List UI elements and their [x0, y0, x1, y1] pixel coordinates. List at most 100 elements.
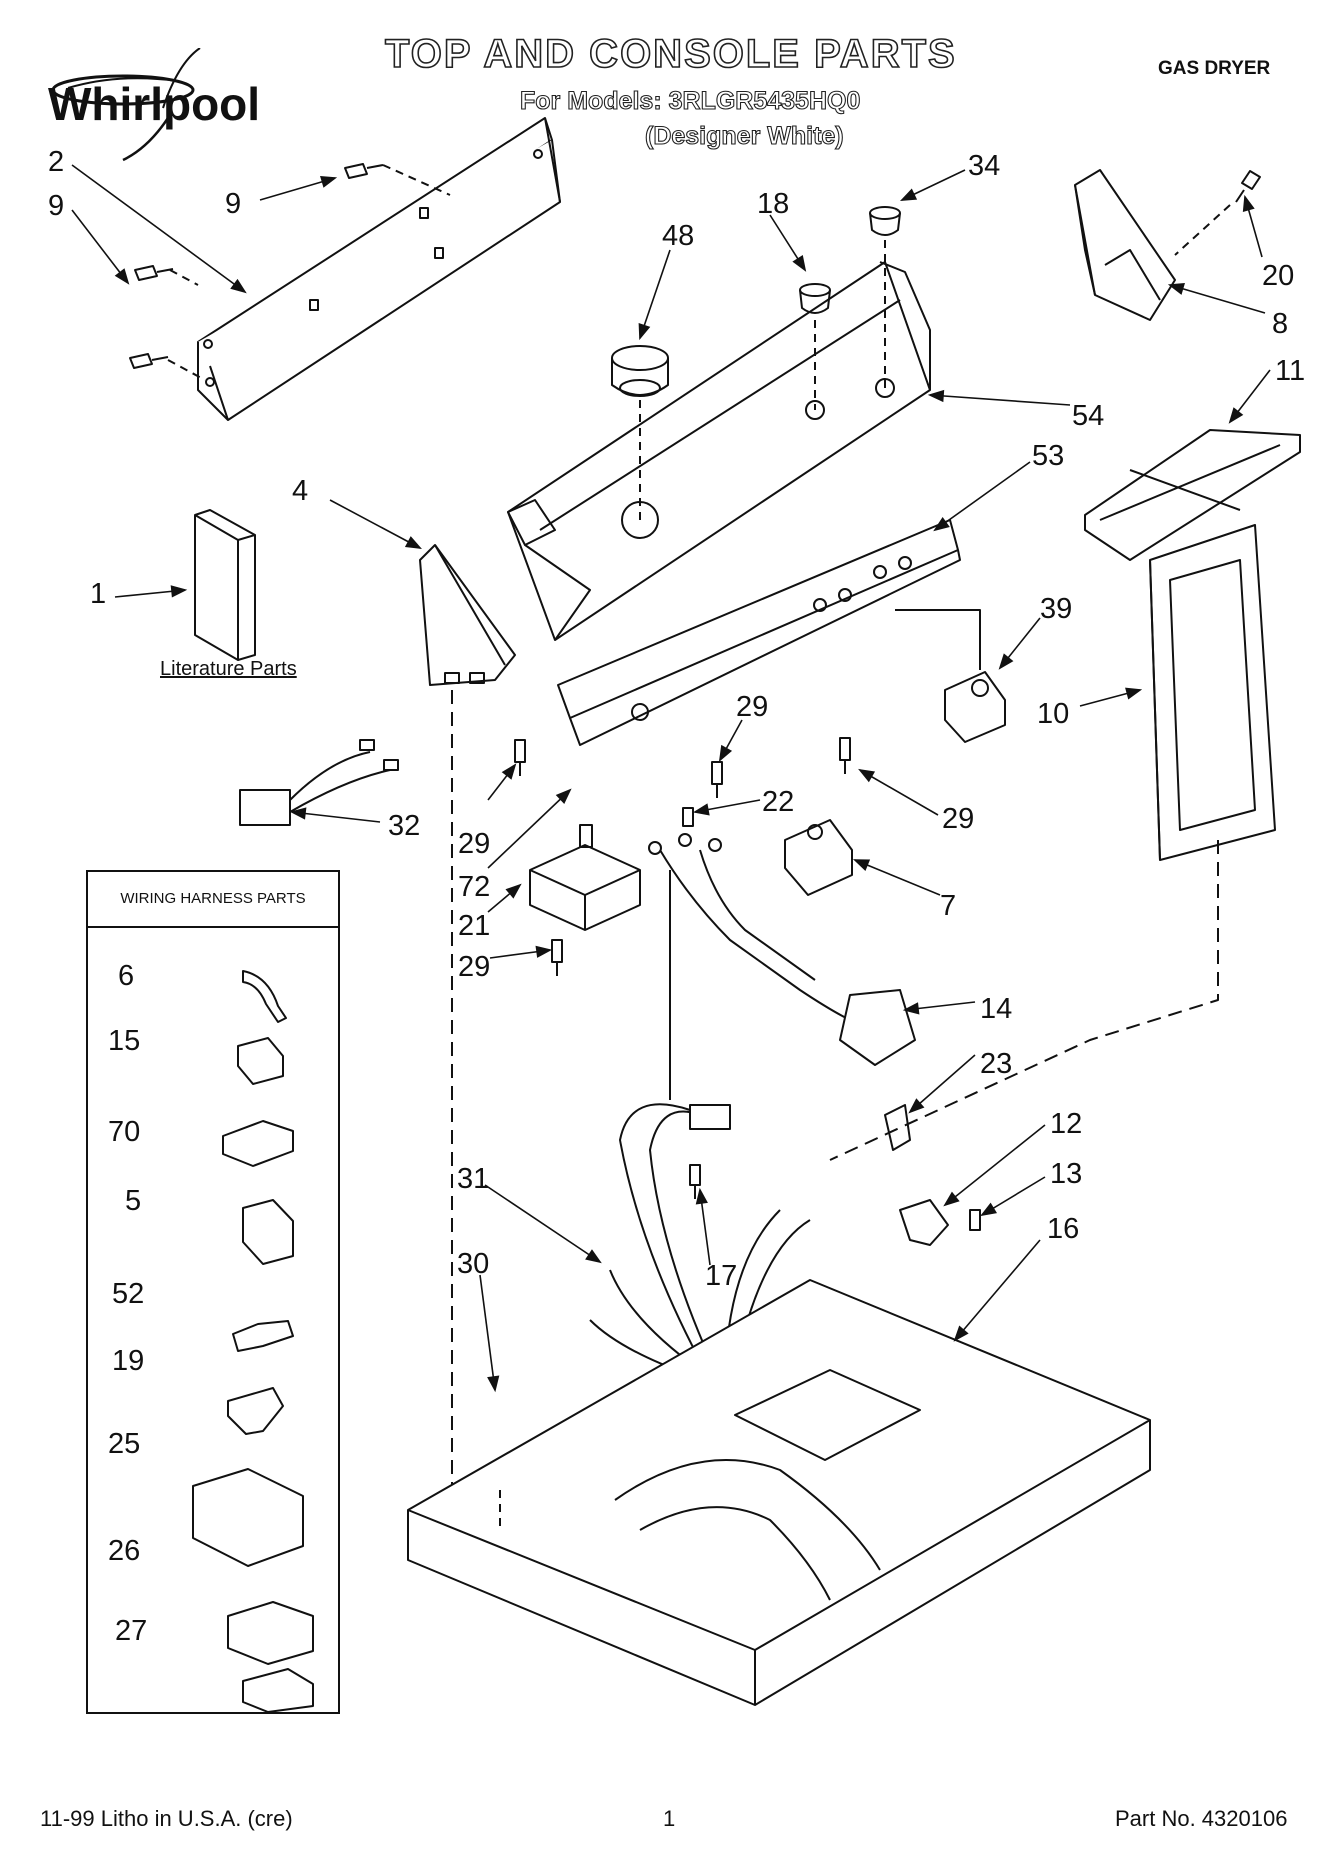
callout-72: 72	[458, 871, 491, 903]
page-title: TOP AND CONSOLE PARTS	[384, 31, 957, 77]
callout-arrowhead-29	[501, 763, 517, 780]
footer-page-number: 1	[663, 1806, 676, 1831]
callout-arrowhead-4	[404, 536, 422, 550]
callout-26: 26	[108, 1535, 141, 1567]
callout-arrowhead-9	[114, 268, 130, 285]
wiring-harness-box: WIRING HARNESS PARTS	[86, 870, 340, 1714]
product-type: GAS DRYER	[1158, 58, 1271, 79]
callout-arrowhead-7	[852, 859, 871, 871]
whirlpool-logo: Whirlpool	[48, 48, 260, 162]
part-52-terminal	[232, 1320, 294, 1352]
callout-leader-29	[859, 769, 939, 816]
callout-arrowhead-31	[585, 1249, 602, 1264]
callout-6: 6	[118, 960, 135, 992]
callout-29: 29	[458, 951, 491, 983]
footer-part-number: Part No. 4320106	[1115, 1806, 1288, 1831]
callout-arrowhead-12	[943, 1191, 960, 1207]
top-panel-16	[407, 1279, 1151, 1706]
callout-arrowhead-34	[899, 188, 918, 201]
screw-9-low	[129, 353, 169, 369]
callout-27: 27	[115, 1615, 148, 1647]
console-rail	[557, 519, 961, 746]
callout-34: 34	[968, 150, 1001, 182]
callout-arrowhead-29	[858, 768, 876, 783]
callout-48: 48	[662, 220, 695, 252]
screw-29d	[551, 939, 563, 976]
callout-18: 18	[757, 188, 790, 220]
part-25-connector	[192, 1468, 304, 1567]
callout-leader-2	[71, 164, 246, 293]
connector-12	[899, 1199, 949, 1246]
literature-parts	[194, 509, 256, 661]
callout-arrowhead-30	[487, 1375, 500, 1393]
callout-29: 29	[942, 803, 975, 835]
part-70-connector	[222, 1120, 294, 1167]
callout-19: 19	[112, 1345, 145, 1377]
rear-bracket	[197, 117, 561, 421]
callout-12: 12	[1050, 1108, 1083, 1140]
callout-arrowhead-20	[1242, 194, 1255, 212]
screw-29a	[514, 739, 526, 776]
callout-16: 16	[1047, 1213, 1080, 1245]
callout-4: 4	[292, 475, 309, 507]
callout-13: 13	[1050, 1158, 1083, 1190]
callout-70: 70	[108, 1116, 141, 1148]
callout-arrowhead-16	[953, 1325, 969, 1342]
callout-29: 29	[736, 691, 769, 723]
callout-arrowhead-23	[908, 1098, 925, 1114]
lint-housing-10	[1149, 524, 1276, 861]
callout-leader-54	[929, 394, 1071, 406]
knob-18	[799, 283, 831, 314]
callout-arrowhead-29	[718, 744, 733, 762]
knob-48	[611, 345, 669, 397]
part-15-connector	[237, 1037, 284, 1085]
callout-arrowhead-54	[927, 389, 945, 403]
part-26-connector	[227, 1601, 314, 1665]
callout-53: 53	[1032, 440, 1065, 472]
callout-arrowhead-32	[289, 807, 307, 820]
callout-arrowhead-2	[230, 278, 247, 294]
callout-31: 31	[457, 1163, 490, 1195]
callout-23: 23	[980, 1048, 1013, 1080]
callout-leader-7	[854, 859, 941, 896]
screw-13	[969, 1209, 981, 1231]
screw-17	[689, 1164, 701, 1199]
callout-2: 2	[48, 146, 65, 178]
callout-leader-31	[484, 1184, 601, 1263]
callout-8: 8	[1272, 308, 1289, 340]
power-cord-14	[648, 833, 916, 1066]
callout-arrowhead-8	[1167, 282, 1185, 295]
screw-29c	[839, 737, 851, 774]
wiring-box-title: WIRING HARNESS PARTS	[88, 872, 338, 928]
callout-39: 39	[1040, 593, 1073, 625]
callout-arrowhead-13	[980, 1202, 998, 1217]
footer-litho: 11-99 Litho in U.S.A. (cre)	[40, 1806, 293, 1831]
callout-leader-12	[944, 1124, 1046, 1206]
callout-arrowhead-1	[170, 585, 188, 598]
callout-52: 52	[112, 1278, 145, 1310]
screw-22	[682, 807, 694, 827]
callout-leader-4	[329, 499, 421, 549]
knob-34	[869, 206, 901, 236]
models-line: For Models: 3RLGR5435HQ0	[519, 86, 861, 115]
screw-20	[1235, 170, 1261, 203]
callout-arrowhead-18	[792, 255, 807, 272]
callout-leader-32	[291, 811, 381, 823]
callout-5: 5	[125, 1185, 142, 1217]
switch-7	[784, 819, 853, 896]
callout-32: 32	[388, 810, 421, 842]
callout-leader-23	[909, 1054, 976, 1113]
lint-screen-11	[1084, 429, 1301, 561]
wiring-parts-illustrations	[192, 970, 314, 1712]
part-27-connector	[242, 1668, 314, 1712]
callout-leader-30	[479, 1274, 496, 1391]
callout-17: 17	[705, 1260, 738, 1292]
harness-32	[239, 739, 399, 826]
callout-14: 14	[980, 993, 1013, 1025]
callout-20: 20	[1262, 260, 1295, 292]
callout-9: 9	[225, 188, 242, 220]
switch-39	[944, 671, 1006, 743]
screw-29b	[711, 761, 723, 798]
